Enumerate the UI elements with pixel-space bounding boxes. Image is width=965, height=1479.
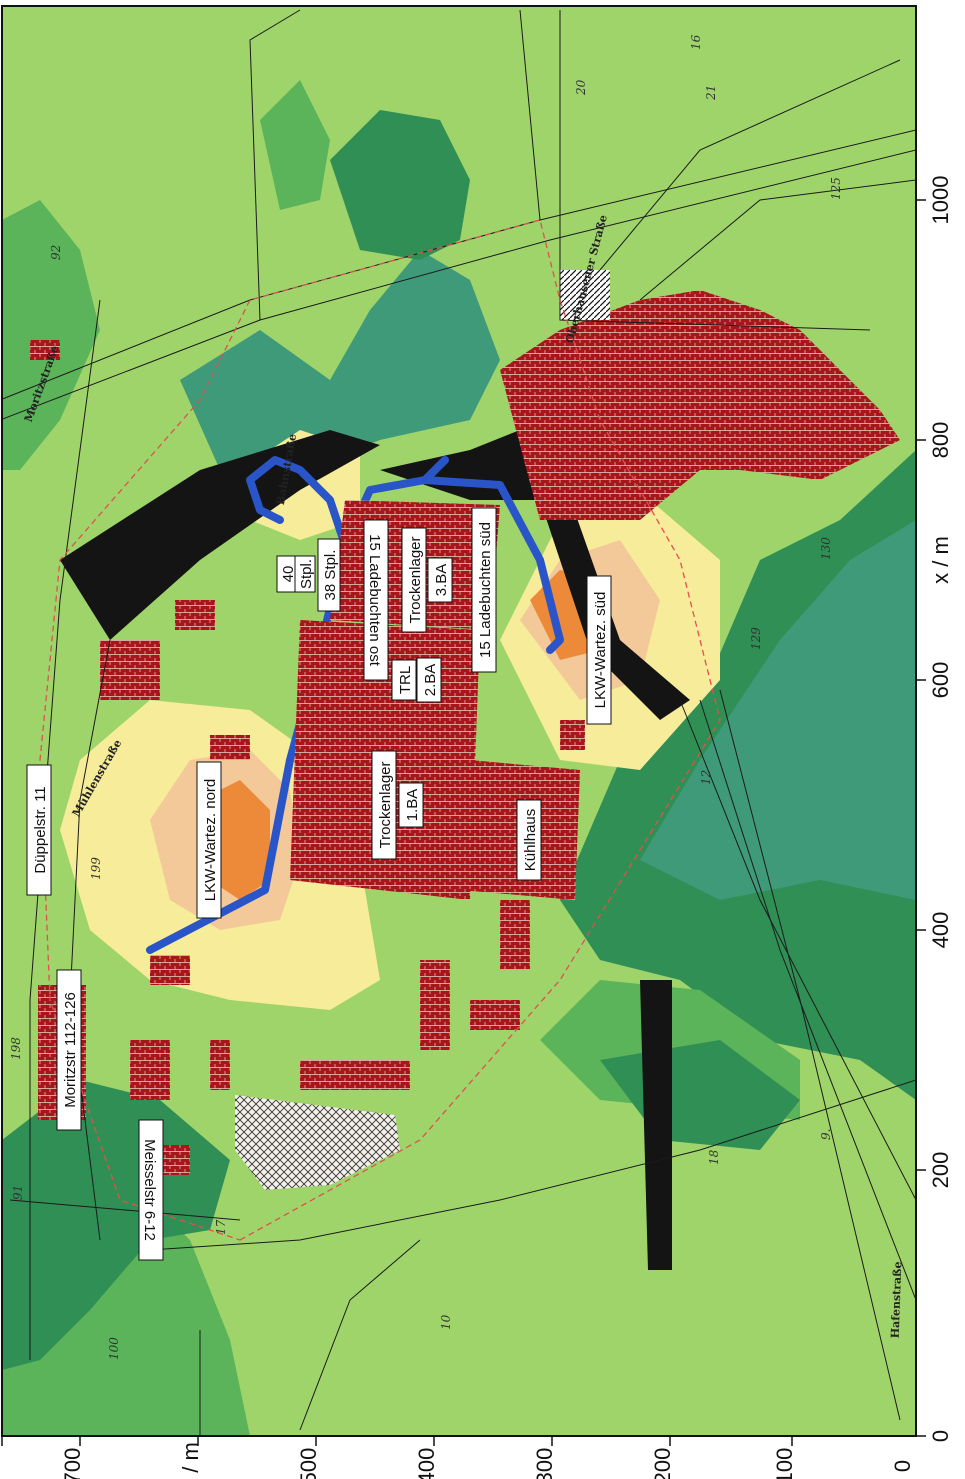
parcel-130: 130 [819, 537, 833, 560]
road-blue [146, 456, 564, 954]
x-tick-0: 0 [928, 1430, 953, 1442]
road-black-north [60, 430, 380, 640]
x-tick-400: 400 [928, 912, 953, 949]
label-stpl: Stpl. [298, 559, 315, 589]
zone-teal-right [640, 520, 916, 900]
map-frame [2, 6, 916, 1436]
y-tick-300: 300 [532, 1448, 557, 1479]
building-res-b [150, 955, 190, 985]
label-trockenlager-3: Trockenlager [407, 537, 424, 624]
x-tick-1000: 1000 [928, 176, 953, 225]
building-res-h [210, 735, 250, 760]
building-res-a [130, 1040, 170, 1100]
parcel-129: 129 [749, 627, 763, 650]
road-black-east [380, 430, 690, 720]
label-lkw-nord: LKW-Wartez. nord [202, 779, 219, 902]
building-res-j [175, 600, 215, 630]
y-tick-500: 500 [296, 1448, 321, 1479]
building-res-c [210, 1040, 230, 1090]
y-tick-200: 200 [650, 1448, 675, 1479]
parcel-92: 92 [49, 245, 63, 260]
x-tick-800: 800 [928, 422, 953, 459]
label-trockenlager-1: Trockenlager [377, 762, 394, 849]
x-tick-200: 200 [928, 1152, 953, 1189]
zone-teal-top [180, 250, 500, 470]
parcel-18: 18 [707, 1149, 721, 1165]
building-res-k [30, 340, 60, 360]
label-38-stpl: 38 Stpl. [322, 550, 339, 601]
rail-black-south [640, 980, 672, 1270]
parcel-9: 9. [819, 1129, 833, 1140]
label-ladebuchten-sued: 15 Ladebuchten süd [477, 522, 494, 658]
x-axis: 0 200 400 600 800 1000 x / m x / m [928, 176, 953, 1443]
parcel-12: 12 [699, 770, 713, 785]
parcel-198: 198 [9, 1037, 23, 1060]
map-border [1, 5, 917, 1437]
building-east-large [500, 290, 900, 520]
parcel-21: 21 [704, 85, 718, 101]
map-labels: Düppelstr. 11 Moritzstr 112-126 Meissels… [26, 507, 612, 1261]
y-axis-title: y / m [178, 1442, 203, 1479]
y-tick-0: 0 [890, 1460, 915, 1472]
x-tick-600: 600 [928, 662, 953, 699]
parcel-10: 10 [439, 1314, 453, 1330]
stripe-area-east [560, 270, 610, 320]
x-axis-title: x / m [928, 536, 953, 584]
parcel-20: 20 [574, 79, 588, 96]
label-kuehlhaus: Kühlhaus [522, 809, 539, 872]
label-2ba: 2.BA [422, 664, 439, 697]
label-3ba: 3.BA [433, 564, 450, 597]
y-tick-100: 100 [772, 1448, 797, 1479]
parcel-91: 91 [11, 1185, 25, 1200]
label-meisselstr: Meisselstr 6-12 [141, 1139, 158, 1241]
parcel-16: 16 [689, 34, 703, 50]
parcel-numbers: 198 199 100 10 18 12 129 130 125 92 16 2… [9, 34, 843, 1360]
label-lkw-sued: LKW-Wartez. süd [592, 592, 609, 709]
y-tick-400: 400 [414, 1448, 439, 1479]
building-res-i [100, 640, 160, 700]
label-trl: TRL [397, 666, 414, 694]
zone-mid-upper [260, 80, 330, 210]
parcel-199: 199 [89, 857, 103, 880]
label-40: 40 [280, 566, 297, 583]
parcel-100: 100 [107, 1337, 121, 1360]
tick-marks [1, 199, 926, 1446]
parcel-17: 17 [214, 1219, 228, 1235]
street-hafenstrasse: Hafenstraße [889, 1261, 905, 1338]
building-res-e [420, 960, 450, 1050]
building-res-f [470, 1000, 520, 1030]
y-tick-700: 700 [60, 1448, 85, 1479]
label-duppelstr: Düppelstr. 11 [32, 786, 49, 873]
label-1ba: 1.BA [404, 789, 421, 822]
zone-dark-top [330, 110, 470, 260]
building-res-l [560, 720, 585, 750]
zone-mid-top [2, 200, 100, 470]
building-res-d [300, 1060, 410, 1090]
hatch-area-west [235, 1095, 400, 1190]
label-moritzstr: Moritzstr 112-126 [62, 992, 79, 1108]
label-ladebuchten-ost: 15 Ladebuchten ost [366, 534, 383, 667]
y-axis: 700 600 y / m 500 400 300 200 100 0 [60, 1442, 915, 1479]
parcel-125: 125 [829, 177, 843, 200]
site-boundary [39, 219, 721, 1241]
building-res-g [500, 900, 530, 970]
